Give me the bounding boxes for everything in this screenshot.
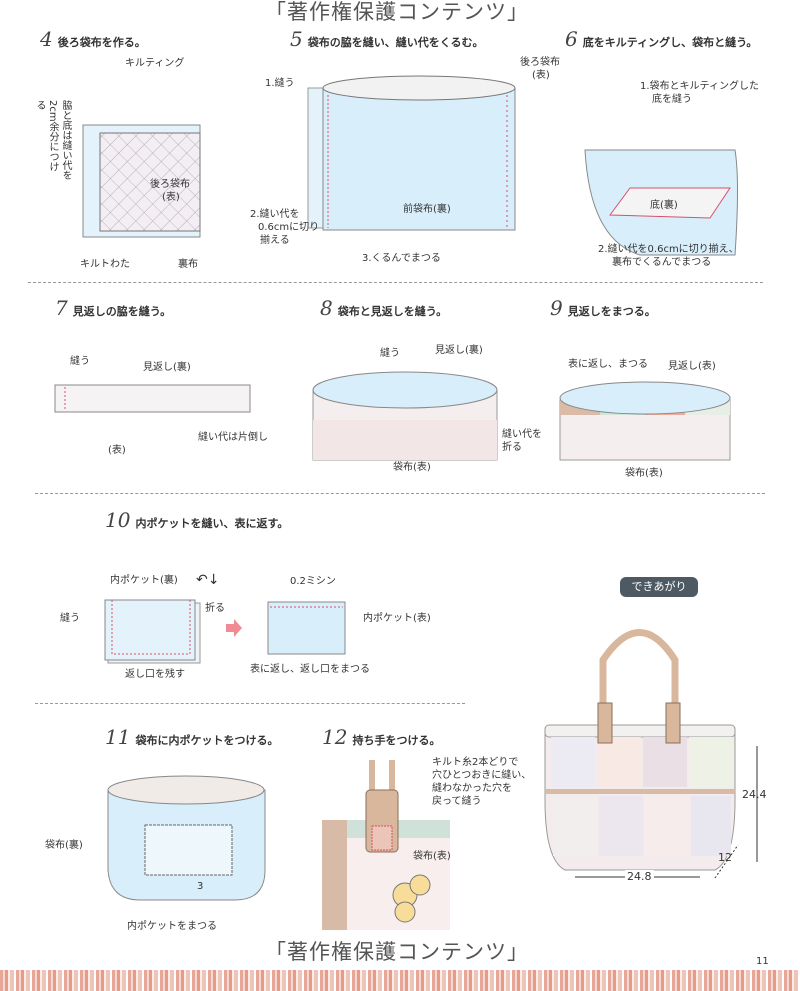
label: 底を縫う <box>652 94 692 105</box>
fold-arrow-icon: ↶↓ <box>196 572 220 588</box>
label: 裏布でくるんでまつる <box>612 257 712 268</box>
label: 見返し(裏) <box>435 345 483 356</box>
dimension-height: 24.4 <box>742 788 767 801</box>
label: 袋布(表) <box>413 851 451 862</box>
label: 揃える <box>260 235 290 246</box>
label: 折る <box>205 603 225 614</box>
label: 1.袋布とキルティングした <box>640 81 759 92</box>
label: 3.くるんでまつる <box>362 253 441 264</box>
label: (表) <box>108 445 126 456</box>
label: 縫わなかった穴を <box>432 783 512 794</box>
bag-body-drawing <box>307 75 516 231</box>
label: (表) <box>532 70 550 81</box>
pocket-drawings <box>104 599 346 664</box>
watermark-top: 「著作権保護コンテンツ」 <box>265 0 529 24</box>
label: 返し口を残す <box>125 669 185 680</box>
back-panel-drawing <box>82 124 201 238</box>
watermark-bottom: 「著作権保護コンテンツ」 <box>265 940 529 964</box>
bag-facing-drawing <box>312 371 498 461</box>
label: 後ろ袋布 <box>150 179 190 190</box>
label: 内ポケット(裏) <box>110 575 178 586</box>
label: 後ろ袋布 <box>520 57 560 68</box>
finished-badge: できあがり <box>620 577 698 597</box>
label: 縫う <box>70 356 90 367</box>
label: 3 <box>197 881 204 892</box>
label: 見返し(表) <box>668 361 716 372</box>
label: 0.6cmに切り <box>258 222 320 233</box>
label: 穴ひとつおきに縫い、 <box>432 770 532 781</box>
divider <box>28 282 763 283</box>
label: キルティング <box>125 58 185 69</box>
label: 内ポケットをまつる <box>127 921 217 932</box>
label: 袋布(裏) <box>45 840 83 851</box>
page-number: 11 <box>756 956 769 967</box>
label: 縫う <box>380 348 400 359</box>
divider <box>35 703 465 704</box>
label: 縫い代は片倒し <box>198 432 268 443</box>
label: 縫う <box>60 613 80 624</box>
label: 縫い代を <box>502 429 542 440</box>
label: 2.縫い代を <box>250 209 300 220</box>
label: 袋布(表) <box>625 468 663 479</box>
label: 折る <box>502 442 522 453</box>
label: キルト糸2本どりで <box>432 757 519 768</box>
label: 1.縫う <box>265 78 295 89</box>
label: 見返し(裏) <box>143 362 191 373</box>
dimension-width: 24.8 <box>625 870 654 883</box>
label: 2.縫い代を0.6cmに切り揃え、 <box>598 244 739 255</box>
pocket-attach-drawing <box>107 775 266 901</box>
finished-bag-drawing <box>544 629 758 879</box>
label: 表に返し、返し口をまつる <box>250 664 370 675</box>
label: 底(裏) <box>650 200 678 211</box>
handle-attach-drawing <box>322 760 450 930</box>
bottom-drawing <box>584 149 738 256</box>
label: 表に返し、まつる <box>568 359 648 370</box>
dimension-depth: 12 <box>718 851 732 864</box>
label: キルトわた <box>80 259 130 270</box>
label: 裏布 <box>178 259 198 270</box>
label: 戻って縫う <box>432 796 482 807</box>
decorative-stripe-border <box>0 970 800 991</box>
label: 袋布(表) <box>393 462 431 473</box>
facing-drawing <box>54 384 251 413</box>
label: 前袋布(裏) <box>403 204 451 215</box>
label: 内ポケット(表) <box>363 613 431 624</box>
label-vertical: 脇と底は縫い代を2cm余分につける <box>34 100 71 180</box>
label: 0.2ミシン <box>290 576 336 587</box>
divider <box>35 493 765 494</box>
label: (表) <box>162 192 180 203</box>
bag-turned-drawing <box>559 381 731 461</box>
